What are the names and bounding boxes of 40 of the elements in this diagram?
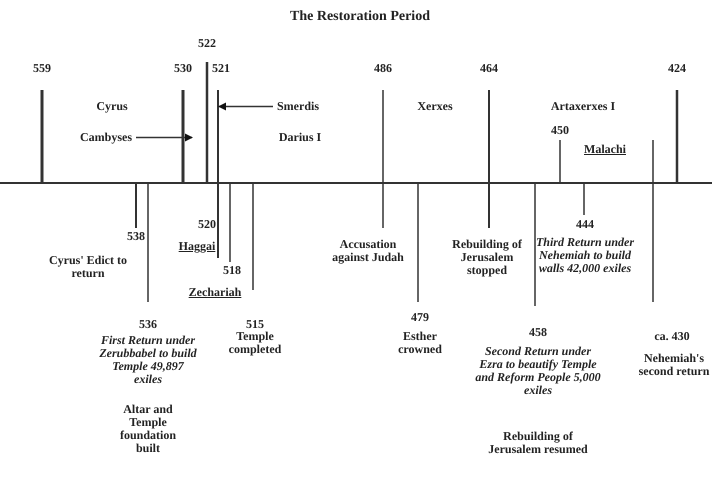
ruler-name: Cyrus xyxy=(96,100,128,113)
event-label: Third Return under Nehemiah to build walls 42,000 exiles xyxy=(534,236,636,275)
event-label: Rebuilding of Jerusalem resumed xyxy=(488,430,588,456)
diagram-title: The Restoration Period xyxy=(290,10,430,23)
year-label: 515 xyxy=(246,318,264,331)
year-label: 520 xyxy=(198,218,216,231)
prophet-name: Zechariah xyxy=(188,286,242,299)
year-label: 464 xyxy=(480,62,498,75)
prophet-name: Malachi xyxy=(584,143,626,156)
event-label: Second Return under Ezra to beautify Temple and Reform People 5,000 exiles xyxy=(474,345,602,397)
arrow xyxy=(218,102,273,110)
year-label: 559 xyxy=(33,62,51,75)
ruler-name: Cambyses xyxy=(80,131,132,144)
event-label: Altar and Temple foundation built xyxy=(118,403,178,455)
year-label: 530 xyxy=(174,62,192,75)
year-label: 486 xyxy=(374,62,392,75)
event-label: Nehemiah's second return xyxy=(638,352,710,378)
year-label: 444 xyxy=(576,218,594,231)
year-label: 450 xyxy=(551,124,569,137)
event-label: First Return under Zerubbabel to build Temple 49,897 exiles xyxy=(98,334,198,386)
year-label: 458 xyxy=(529,326,547,339)
arrow xyxy=(136,134,193,142)
event-label: Temple completed xyxy=(228,330,282,356)
year-label: ca. 430 xyxy=(654,330,690,343)
year-label: 479 xyxy=(411,311,429,324)
ruler-name: Xerxes xyxy=(417,100,453,113)
year-label: 522 xyxy=(198,37,216,50)
event-label: Rebuilding of Jerusalem stopped xyxy=(451,238,523,277)
year-label: 424 xyxy=(668,62,686,75)
event-label: Cyrus' Edict to return xyxy=(48,254,128,280)
ruler-name: Darius I xyxy=(278,131,322,144)
prophet-name: Haggai xyxy=(178,240,216,253)
year-label: 521 xyxy=(212,62,230,75)
event-label: Esther crowned xyxy=(397,330,443,356)
year-label: 518 xyxy=(223,264,241,277)
ruler-name: Smerdis xyxy=(277,100,319,113)
ruler-name: Artaxerxes I xyxy=(550,100,616,113)
year-label: 538 xyxy=(127,230,145,243)
year-label: 536 xyxy=(139,318,157,331)
event-label: Accusation against Judah xyxy=(331,238,405,264)
